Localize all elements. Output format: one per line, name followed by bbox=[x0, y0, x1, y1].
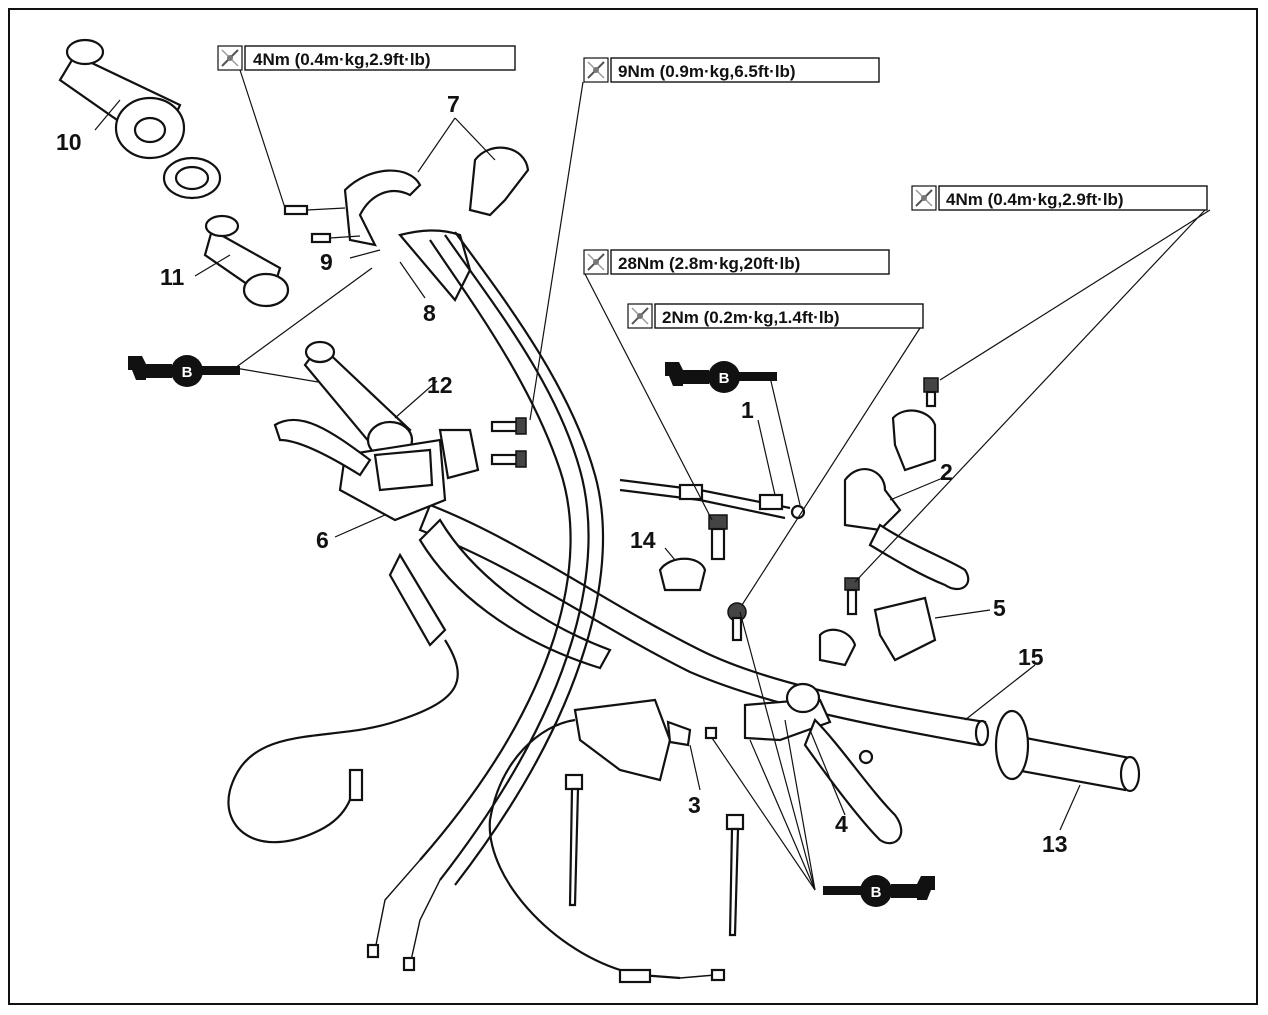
torque-spec-text: 28Nm (2.8m·kg,20ft·lb) bbox=[618, 254, 800, 273]
torque-spec-2nm: 2Nm (0.2m·kg,1.4ft·lb) bbox=[627, 303, 924, 329]
screw bbox=[283, 204, 346, 216]
torque-wrench-icon bbox=[217, 45, 243, 71]
grip-washer bbox=[162, 156, 222, 200]
brake-hose bbox=[227, 552, 459, 844]
callout-10: 10 bbox=[56, 129, 82, 155]
bolt bbox=[727, 602, 747, 642]
torque-spec-9nm: 9Nm (0.9m·kg,6.5ft·lb) bbox=[583, 57, 880, 83]
callout-6: 6 bbox=[316, 527, 329, 553]
leader-lines bbox=[94, 69, 1211, 891]
callout-5: 5 bbox=[993, 595, 1006, 621]
callout-7: 7 bbox=[447, 91, 460, 117]
callout-9: 9 bbox=[320, 249, 333, 275]
cable-tie bbox=[725, 813, 745, 937]
throttle-tube bbox=[203, 214, 290, 308]
callout-labels: 1 2 3 4 5 6 7 8 9 10 11 12 13 14 15 bbox=[56, 91, 1068, 857]
torque-spec-4nm-left: 4Nm (0.4m·kg,2.9ft·lb) bbox=[217, 45, 516, 71]
grease-gun-icon: B bbox=[665, 361, 777, 393]
right-grip bbox=[994, 709, 1141, 793]
torque-spec-text: 2Nm (0.2m·kg,1.4ft·lb) bbox=[662, 308, 840, 327]
bolt bbox=[844, 577, 860, 616]
callout-4: 4 bbox=[835, 811, 848, 837]
callout-3: 3 bbox=[688, 792, 701, 818]
bolt bbox=[490, 450, 527, 468]
torque-wrench-icon bbox=[627, 303, 653, 329]
torque-spec-4nm-right: 4Nm (0.4m·kg,2.9ft·lb) bbox=[911, 185, 1208, 211]
throttle-housing-upper bbox=[468, 146, 530, 217]
torque-spec-text: 4Nm (0.4m·kg,2.9ft·lb) bbox=[253, 50, 431, 69]
callout-12: 12 bbox=[427, 372, 453, 398]
clutch-cable-upper bbox=[619, 478, 806, 520]
callout-11: 11 bbox=[160, 264, 185, 290]
grease-gun-icon: B bbox=[823, 875, 935, 907]
throttle-grip-outer bbox=[58, 38, 186, 160]
throttle-housing-lower bbox=[343, 169, 422, 247]
torque-spec-28nm: 28Nm (2.8m·kg,20ft·lb) bbox=[583, 249, 890, 275]
master-cylinder-clamp bbox=[438, 428, 480, 480]
throttle-cables bbox=[366, 229, 605, 972]
callout-1: 1 bbox=[741, 397, 754, 423]
clutch-clamp bbox=[891, 409, 937, 472]
callout-14: 14 bbox=[630, 527, 656, 553]
torque-wrench-icon bbox=[583, 57, 609, 83]
cable-tie bbox=[564, 773, 584, 907]
clutch-cable-lower bbox=[488, 698, 726, 984]
torque-wrench-icon bbox=[583, 249, 609, 275]
callout-15: 15 bbox=[1018, 644, 1044, 670]
grease-gun-icon: B bbox=[128, 355, 240, 387]
clutch-lever-holder bbox=[843, 468, 970, 591]
torque-spec-text: 9Nm (0.9m·kg,6.5ft·lb) bbox=[618, 62, 796, 81]
grease-badge-label: B bbox=[182, 364, 193, 381]
torque-spec-text: 4Nm (0.4m·kg,2.9ft·lb) bbox=[946, 190, 1124, 209]
cable-clamp bbox=[658, 557, 707, 592]
callout-13: 13 bbox=[1042, 831, 1068, 857]
brake-master-cylinder bbox=[273, 418, 447, 522]
engine-stop-switch bbox=[873, 596, 937, 662]
bolt bbox=[708, 514, 728, 561]
grease-badge-label: B bbox=[719, 370, 730, 387]
callout-8: 8 bbox=[423, 300, 436, 326]
grease-badge-label: B bbox=[871, 884, 882, 901]
torque-wrench-icon bbox=[911, 185, 937, 211]
switch-clamp bbox=[818, 628, 857, 667]
callout-2: 2 bbox=[940, 459, 953, 485]
bolt bbox=[923, 377, 939, 408]
bolt bbox=[490, 417, 527, 435]
screw bbox=[310, 232, 361, 244]
